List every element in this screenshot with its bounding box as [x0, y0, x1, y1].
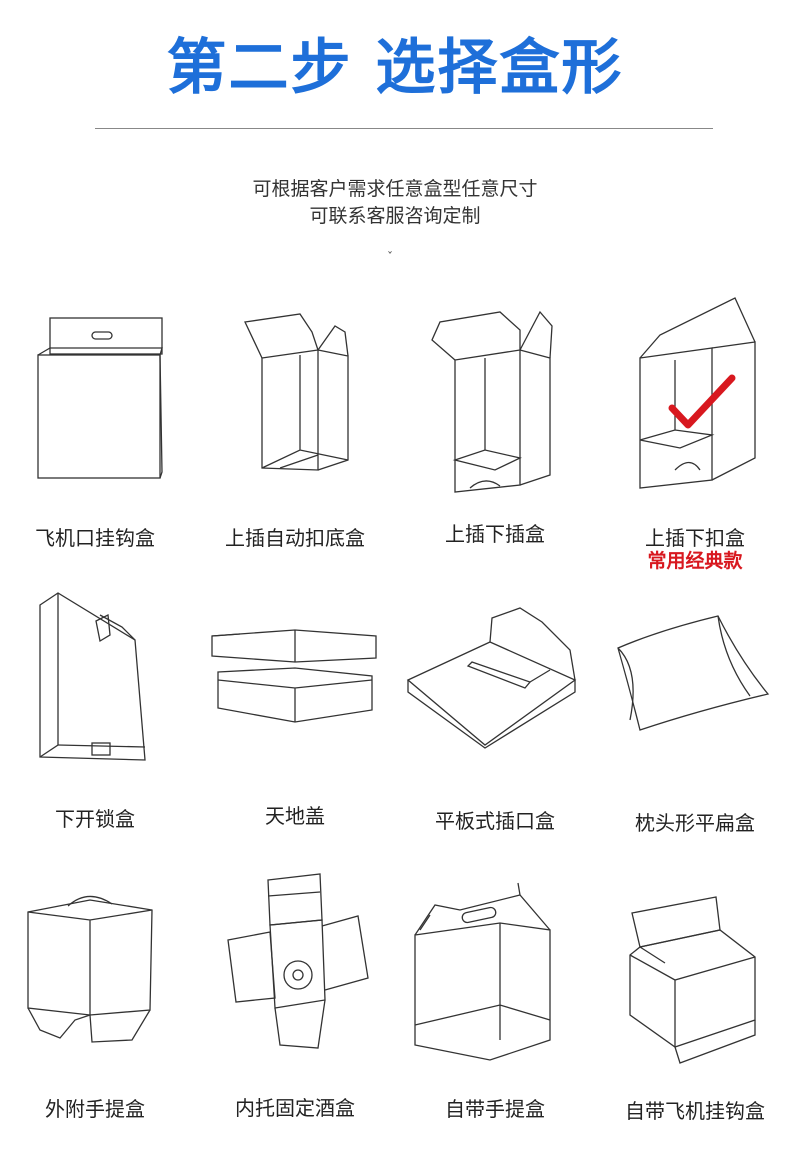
box-label: 上插下扣盒 — [645, 526, 745, 550]
box-option-airplane-hook[interactable]: 飞机口挂钩盒 — [0, 300, 190, 560]
box-option-built-in-airplane-hook[interactable]: 自带飞机挂钩盒 — [600, 885, 790, 1145]
wine-box-insert-icon — [227, 873, 369, 1049]
top-tuck-auto-lock-bottom-box-icon — [244, 313, 349, 471]
box-option-built-in-handle[interactable]: 自带手提盒 — [400, 875, 590, 1140]
box-label: 外附手提盒 — [45, 1097, 145, 1121]
box-label: 自带飞机挂钩盒 — [625, 1099, 765, 1123]
page-title: 第二步 选择盒形 — [166, 33, 624, 103]
box-label: 平板式插口盒 — [435, 809, 555, 833]
box-option-pillow[interactable]: 枕头形平扁盒 — [600, 600, 790, 845]
top-tuck-snap-bottom-box-icon — [639, 297, 756, 489]
box-option-lid-base[interactable]: 天地盖 — [200, 600, 390, 845]
box-label: 枕头形平扁盒 — [635, 811, 755, 835]
box-label: 天地盖 — [265, 804, 325, 828]
box-label: 上插下插盒 — [445, 522, 545, 546]
flat-tuck-box-icon — [406, 607, 577, 749]
box-option-top-tuck-snap-bottom[interactable]: 上插下扣盒 常用经典款 — [600, 290, 790, 572]
lid-and-base-box-icon — [211, 629, 377, 723]
popular-classic-badge: 常用经典款 — [647, 550, 743, 572]
subtitle-line-1: 可根据客户需求任意盒型任意尺寸 — [252, 178, 538, 200]
box-label: 内托固定酒盒 — [235, 1096, 355, 1120]
box-label: 自带手提盒 — [445, 1097, 545, 1121]
airplane-hook-box-icon — [37, 317, 163, 479]
box-label: 下开锁盒 — [55, 807, 135, 831]
box-option-top-tuck-auto-bottom[interactable]: 上插自动扣底盒 — [200, 300, 390, 560]
bottom-lock-box-icon — [39, 592, 146, 761]
box-label: 飞机口挂钩盒 — [35, 526, 155, 550]
built-in-airplane-hook-box-icon — [629, 896, 756, 1064]
box-option-bottom-lock[interactable]: 下开锁盒 — [0, 585, 190, 845]
box-option-external-handle[interactable]: 外附手提盒 — [0, 880, 190, 1140]
box-option-wine-insert[interactable]: 内托固定酒盒 — [200, 870, 390, 1135]
box-option-top-bottom-tuck[interactable]: 上插下插盒 — [400, 300, 590, 560]
box-label: 上插自动扣底盒 — [225, 526, 365, 550]
title-divider — [95, 128, 713, 129]
pillow-box-icon — [617, 615, 770, 731]
chevron-down-icon: ˇ — [387, 250, 393, 264]
external-handle-box-icon — [27, 895, 153, 1043]
box-option-flat-tuck[interactable]: 平板式插口盒 — [400, 600, 590, 845]
subtitle-line-2: 可联系客服咨询定制 — [309, 205, 481, 227]
built-in-handle-box-icon — [414, 882, 551, 1061]
top-bottom-tuck-box-icon — [431, 310, 553, 493]
